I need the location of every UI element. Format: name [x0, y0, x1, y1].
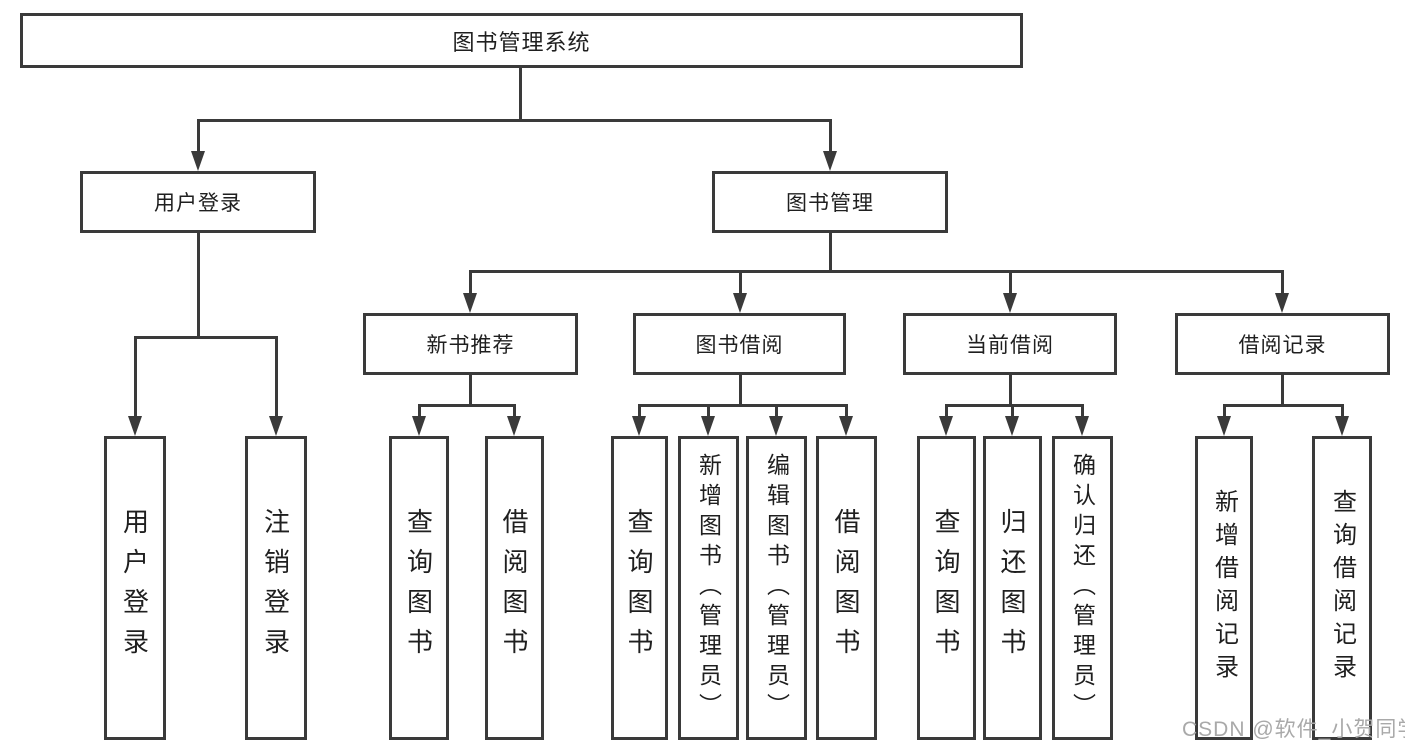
- arrow-down-icon: [1217, 416, 1231, 436]
- leaf-return-books: 归还图书: [983, 436, 1042, 740]
- leaf-add-borrow-record: 新增借阅记录: [1195, 436, 1253, 740]
- connector-drop-leaf: [513, 405, 516, 417]
- connector-user-login-hbar: [134, 336, 278, 339]
- connector-drop-leaf: [418, 405, 421, 417]
- arrow-down-icon: [1335, 416, 1349, 436]
- arrow-down-icon: [939, 416, 953, 436]
- leaf-query-books-borrow: 查询图书: [611, 436, 668, 740]
- connector-current-borrow-hbar: [945, 404, 1084, 407]
- arrow-down-icon: [1003, 293, 1017, 313]
- arrow-down-icon: [191, 151, 205, 171]
- arrow-down-icon: [412, 416, 426, 436]
- connector-drop-leaf: [1011, 405, 1014, 417]
- csdn-watermark: CSDN @软件_小贺同学: [1182, 718, 1405, 741]
- connector-drop-leaf: [707, 405, 710, 417]
- connector-user-login-stem: [197, 233, 200, 338]
- connector-drop-current-borrow: [1009, 271, 1012, 295]
- connector-root-stem: [519, 68, 522, 121]
- connector-drop-leaf: [775, 405, 778, 417]
- arrow-down-icon: [733, 293, 747, 313]
- connector-drop-leaf: [845, 405, 848, 417]
- connector-borrow-records-stem: [1281, 375, 1284, 406]
- leaf-edit-books-admin: 编辑图书（管理员）: [746, 436, 807, 740]
- connector-drop-new-book: [469, 271, 472, 295]
- leaf-logout: 注销登录: [245, 436, 307, 740]
- connector-drop-user-login: [197, 120, 200, 153]
- node-user-login: 用户登录: [80, 171, 316, 233]
- connector-drop-book-borrow: [739, 271, 742, 295]
- arrow-down-icon: [632, 416, 646, 436]
- leaf-user-login: 用户登录: [104, 436, 166, 740]
- arrow-down-icon: [1275, 293, 1289, 313]
- leaf-confirm-return-admin: 确认归还（管理员）: [1052, 436, 1113, 740]
- arrow-down-icon: [823, 151, 837, 171]
- arrow-down-icon: [128, 416, 142, 436]
- arrow-down-icon: [1005, 416, 1019, 436]
- connector-book-borrow-stem: [739, 375, 742, 406]
- arrow-down-icon: [769, 416, 783, 436]
- node-book-management: 图书管理: [712, 171, 948, 233]
- arrow-down-icon: [269, 416, 283, 436]
- node-library-management-system: 图书管理系统: [20, 13, 1023, 68]
- connector-drop-leaf: [945, 405, 948, 417]
- node-current-borrow: 当前借阅: [903, 313, 1117, 375]
- connector-drop-leaf: [1341, 405, 1344, 417]
- connector-book-mgmt-hbar: [469, 270, 1284, 273]
- node-borrow-records: 借阅记录: [1175, 313, 1390, 375]
- arrow-down-icon: [507, 416, 521, 436]
- connector-root-hbar: [197, 119, 832, 122]
- connector-drop-leaf: [638, 405, 641, 417]
- connector-drop-book-management: [829, 120, 832, 153]
- connector-drop-logout-leaf: [275, 337, 278, 417]
- node-new-book-recommend: 新书推荐: [363, 313, 578, 375]
- connector-new-book-hbar: [418, 404, 516, 407]
- node-book-borrow: 图书借阅: [633, 313, 846, 375]
- leaf-query-books-current: 查询图书: [917, 436, 976, 740]
- connector-current-borrow-stem: [1009, 375, 1012, 406]
- leaf-borrow-books: 借阅图书: [816, 436, 877, 740]
- arrow-down-icon: [1075, 416, 1089, 436]
- leaf-borrow-books-recommend: 借阅图书: [485, 436, 544, 740]
- connector-drop-borrow-records: [1281, 271, 1284, 295]
- leaf-query-books-recommend: 查询图书: [389, 436, 449, 740]
- connector-drop-login-leaf: [134, 337, 137, 417]
- arrow-down-icon: [463, 293, 477, 313]
- arrow-down-icon: [701, 416, 715, 436]
- connector-new-book-stem: [469, 375, 472, 406]
- connector-borrow-records-hbar: [1223, 404, 1344, 407]
- leaf-query-borrow-record: 查询借阅记录: [1312, 436, 1372, 740]
- connector-book-mgmt-stem: [829, 233, 832, 272]
- connector-drop-leaf: [1223, 405, 1226, 417]
- leaf-add-books-admin: 新增图书（管理员）: [678, 436, 739, 740]
- connector-drop-leaf: [1081, 405, 1084, 417]
- connector-book-borrow-hbar: [638, 404, 848, 407]
- arrow-down-icon: [839, 416, 853, 436]
